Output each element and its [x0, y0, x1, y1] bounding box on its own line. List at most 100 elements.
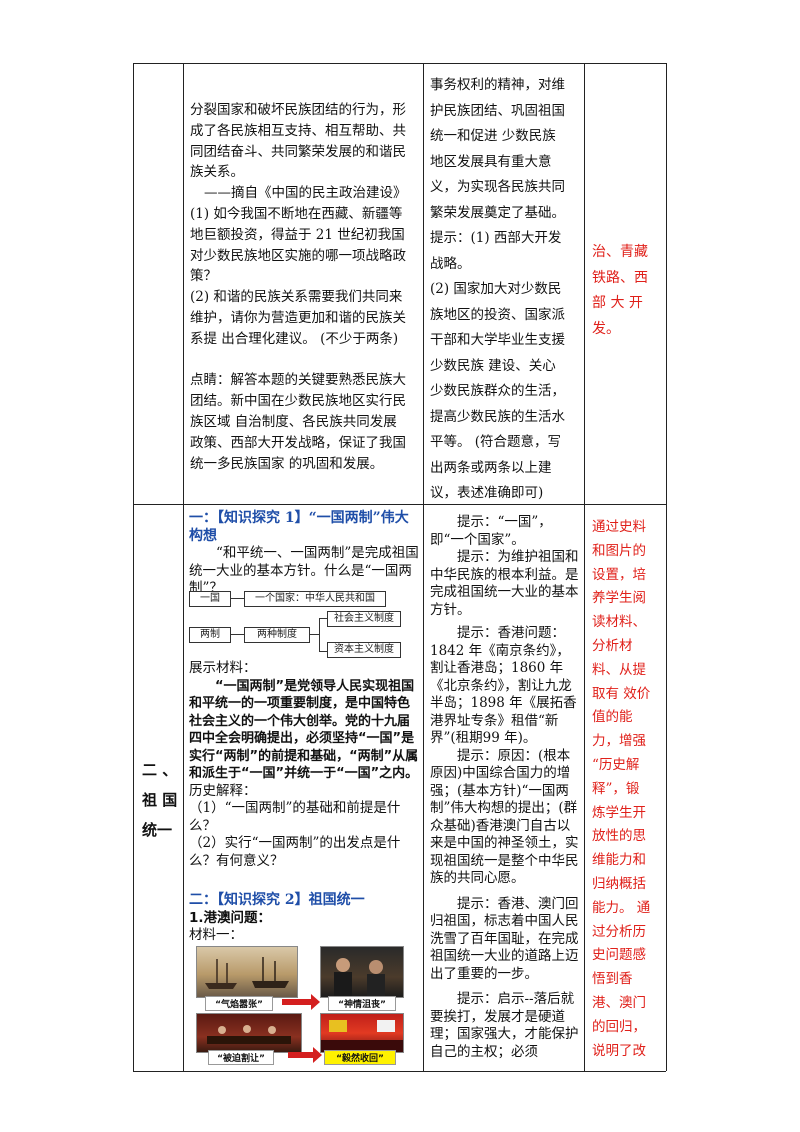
top-col2-text: 分裂国家和破坏民族团结的行为，形 成了各民族相互支持、相互帮助、共 同团结奋斗、… — [190, 100, 418, 474]
caption-arrogant: “气焰嚣张” — [205, 996, 273, 1011]
table-top-border — [133, 63, 666, 64]
text-line: 治、青藏 — [592, 244, 648, 260]
text-line: 炼学生开 — [592, 804, 646, 821]
top-col3-text: 事务权利的精神，对维 护民族团结、巩固祖国 统一和促进 少数民族 地区发展具有重… — [430, 73, 582, 507]
bottom-col2-lower: 二：【知识探究 2】祖国统一 1.港澳问题： 材料一： — [189, 892, 419, 945]
diagram-box-liangzhi-def: 两种制度 — [244, 627, 310, 643]
text-line: 过分析历 — [592, 923, 646, 940]
diagram-connector — [309, 634, 319, 635]
red-arrow-icon — [282, 994, 320, 1010]
text-line: 的回归， — [592, 1018, 646, 1035]
text-line: 成了各民族相互支持、相互帮助、共 — [190, 122, 406, 139]
spacer — [190, 350, 418, 371]
text-line: 战略。 — [430, 255, 471, 272]
text-line: 释”，锻 — [592, 780, 640, 797]
text-line: 护民族团结、巩固祖国 — [430, 102, 565, 119]
text-line: 读材料、 — [592, 614, 646, 631]
inquiry-heading-1: 一：【知识探究 1】“一国两制”伟大构想 — [189, 510, 409, 544]
text-line: 取有 效价 — [592, 685, 651, 702]
caption-resolute-recovery: “毅然收回” — [324, 1050, 396, 1065]
text-line: 族关系。 — [190, 164, 244, 181]
text-line: 少数民族 建设、关心 — [430, 357, 556, 374]
bottom-col4-text: 通过史料 和图片的 设置，培 养学生阅 读材料、 分析材 料、从提 取有 效价 … — [592, 516, 664, 1063]
text-line: 系提 出合理化建议。 (不少于两条) — [190, 330, 399, 347]
material-1-label: 材料一： — [189, 927, 243, 943]
material-label: 展示材料： — [189, 660, 257, 676]
photo-return-ceremony — [320, 1013, 404, 1053]
material-text: “一国两制”是党领导人民实现祖国和平统一的一项重要制度，是中国特色社会主义的一个… — [189, 678, 419, 782]
source-line: ——摘自《中国的民主政治建设》 — [204, 185, 407, 202]
text-line: 维能力和 — [592, 852, 646, 869]
text-line: 同团结奋斗、共同繁荣发展的和谐民 — [190, 143, 406, 160]
text-line: 地巨额投资，得益于 21 世纪初我国 — [190, 226, 405, 243]
flag-icon — [321, 1020, 403, 1052]
text-line: 铁路、西 — [592, 269, 648, 286]
col-divider-3 — [584, 63, 585, 1071]
question-2: (2) 和谐的民族关系需要我们共同来 — [190, 289, 403, 306]
hint-paragraph: 提示：“一国”，即“一个国家”。 — [430, 514, 552, 548]
text-line: 对少数民族地区实施的哪一项战略政 — [190, 247, 406, 264]
text-line: 港、澳门 — [592, 994, 646, 1011]
text-line: 统一多民族国家 的巩固和发展。 — [190, 455, 384, 472]
question-1: (1) 如今我国不断地在西藏、新疆等 — [190, 205, 403, 222]
hint-paragraph: 提示：启示--落后就要挨打，发展才是硬道理；国家强大，才能保护自己的主权；必须 — [430, 991, 579, 1060]
text-line: 事务权利的精神，对维 — [430, 77, 565, 93]
text-line: 议，表述准确即可) — [430, 485, 544, 501]
text-line: 分裂国家和破坏民族团结的行为，形 — [190, 102, 406, 118]
text-line: 料、从提 — [592, 661, 646, 678]
text-line: 发。 — [592, 320, 620, 337]
answer-1: 提示：(1) 西部大开发 — [430, 230, 562, 246]
hint-paragraph: 提示：香港问题：1842 年《南京条约》，割让香港岛；1860 年《北京条约》，… — [430, 625, 577, 746]
red-arrow-icon — [288, 1047, 322, 1063]
text-line: 政策、西部大开发战略，保证了我国 — [190, 434, 406, 451]
question-1: （1）“一国两制”的基础和前提是什么？ — [189, 800, 401, 834]
text-line: 团结。新中国在少数民族地区实行民 — [190, 393, 406, 410]
history-label: 历史解释： — [189, 782, 257, 799]
diagram-connector — [230, 634, 244, 635]
text-line: 值的能 — [592, 709, 633, 726]
section-number: 二 、 — [142, 761, 178, 779]
text-line: 放性的思 — [592, 828, 646, 845]
text-line: “历史解 — [592, 756, 640, 773]
text-line: 分析材 — [592, 637, 633, 654]
meeting-table-icon — [207, 1025, 291, 1044]
text-line: 干部和大学毕业生支援 — [430, 332, 565, 348]
col-divider-1 — [183, 63, 184, 1071]
table-right-border — [666, 63, 667, 1071]
caption-dejected: “神情沮丧” — [328, 996, 396, 1011]
text-line: 通过史料 — [592, 519, 646, 535]
table-bottom-border — [133, 1071, 666, 1072]
section-title-part: 祖 国 — [142, 791, 178, 809]
text-line: 统一和促进 少数民族 — [430, 128, 556, 144]
answer-2: (2) 国家加大对少数民 — [430, 281, 562, 297]
text-line: 说明了改 — [592, 1042, 646, 1059]
text-line: 悟到香 — [592, 971, 633, 988]
people-icon — [334, 958, 385, 997]
text-line: 和图片的 — [592, 542, 646, 559]
diagram-connector — [319, 618, 327, 619]
text-line: 繁荣发展奠定了基础。 — [430, 204, 565, 221]
hint-paragraph: 提示：香港、澳门回归祖国，标志着中国人民洗雪了百年国耻，在完成祖国统一大业的道路… — [430, 895, 579, 982]
diagram-box-socialism: 社会主义制度 — [327, 611, 401, 627]
diagram-box-yiguo: 一国 — [189, 591, 231, 607]
text-line: 少数民族群众的生活， — [430, 383, 565, 399]
text-line: 策？ — [190, 268, 217, 285]
diagram-connector — [319, 618, 320, 652]
text-line: 提高少数民族的生活水 — [430, 408, 565, 425]
row-divider — [133, 504, 666, 505]
diagram-connector — [230, 598, 244, 599]
text-line: 归纳概括 — [592, 875, 646, 892]
photo-treaty-signing — [196, 1013, 302, 1053]
text-line: 族地区的投资、国家派 — [430, 306, 565, 323]
ship-silhouette-icon — [205, 957, 289, 989]
text-line: 力，增强 — [592, 733, 646, 750]
text-line: 设置，培 — [592, 566, 646, 583]
text-line: 族区域 自治制度、各民族共同发展 — [190, 413, 397, 430]
text-line: 出两条或两条以上建 — [430, 459, 552, 476]
text-line: 地区发展具有重大意 — [430, 153, 552, 170]
section-label: 二 、 祖 国 统一 — [142, 755, 182, 845]
sub-heading: 1.港澳问题： — [189, 909, 272, 926]
diagram-box-liangzhi: 两制 — [189, 627, 231, 643]
text-line: 养学生阅 — [592, 590, 646, 607]
